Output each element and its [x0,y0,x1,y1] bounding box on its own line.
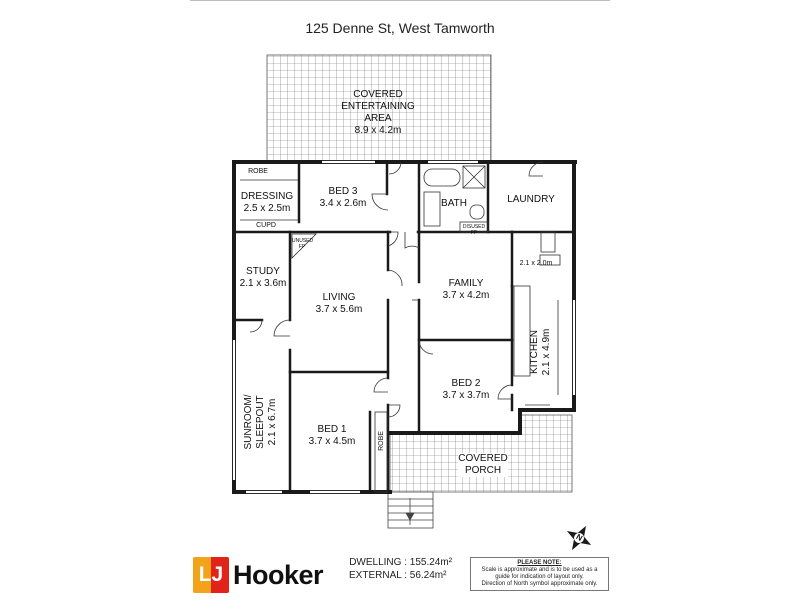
robe-bed1-label: ROBE [378,431,385,451]
living-label: LIVING 3.7 x 5.6m [315,292,363,315]
external-area-value: 56.24m² [409,570,447,581]
disused-fp-label: DISUSED FP [462,224,486,236]
bath-label: BATH [441,198,467,209]
note-heading: PLEASE NOTE: [517,560,562,566]
dwelling-area-value: 155.24m² [409,557,453,568]
fixtures [240,165,561,493]
unused-fp-label: UNUSED FP [292,238,314,250]
bed1-label: BED 1 3.7 x 4.5m [308,424,356,447]
dressing-label: DRESSING 2.5 x 2.5m [240,191,294,214]
bed3-label: BED 3 3.4 x 2.6m [319,186,367,209]
top-rule [190,0,610,1]
sunroom-label: SUNROOM/ SLEEPOUT 2.1 x 6.7m [243,394,278,450]
robe-top-label: ROBE [248,168,268,175]
note-line-3: Direction of North symbol approximate on… [481,581,598,587]
page-title: 125 Denne St, West Tamworth [305,20,495,36]
pantry-size-label: 2.1 x 2.0m [519,260,553,267]
dwelling-area: DWELLING : 155.24m² [345,557,455,569]
covered-entertaining-label: COVERED ENTERTAINING AREA 8.9 x 4.2m [341,89,415,136]
kitchen-label: KITCHEN 2.1 x 4.9m [529,328,552,376]
external-area-label: EXTERNAL : [349,570,407,581]
north-compass [564,523,594,553]
hooker-wordmark: Hooker [233,559,324,590]
note-line-1: Scale is approximate and is to be used a… [481,567,598,573]
study-label: STUDY 2.1 x 3.6m [239,266,287,289]
please-note-box: PLEASE NOTE: Scale is approximate and is… [470,557,609,591]
cupd-label: CUPD [256,222,276,229]
door-swings [249,161,550,418]
note-line-2: guide for indication of layout only. [495,574,584,580]
family-label: FAMILY 3.7 x 4.2m [442,278,490,301]
laundry-label: LAUNDRY [507,194,555,205]
covered-porch-label: COVERED PORCH [458,453,508,477]
lj-logo-mark: LJ [193,557,229,593]
front-steps [387,491,434,529]
bed2-label: BED 2 3.7 x 3.7m [442,378,490,401]
external-area: EXTERNAL : 56.24m² [345,570,455,582]
covered-entertaining-area [266,54,492,163]
dwelling-area-label: DWELLING : [349,557,407,568]
windows [233,161,575,493]
lj-hooker-logo: LJ Hooker [193,557,328,593]
